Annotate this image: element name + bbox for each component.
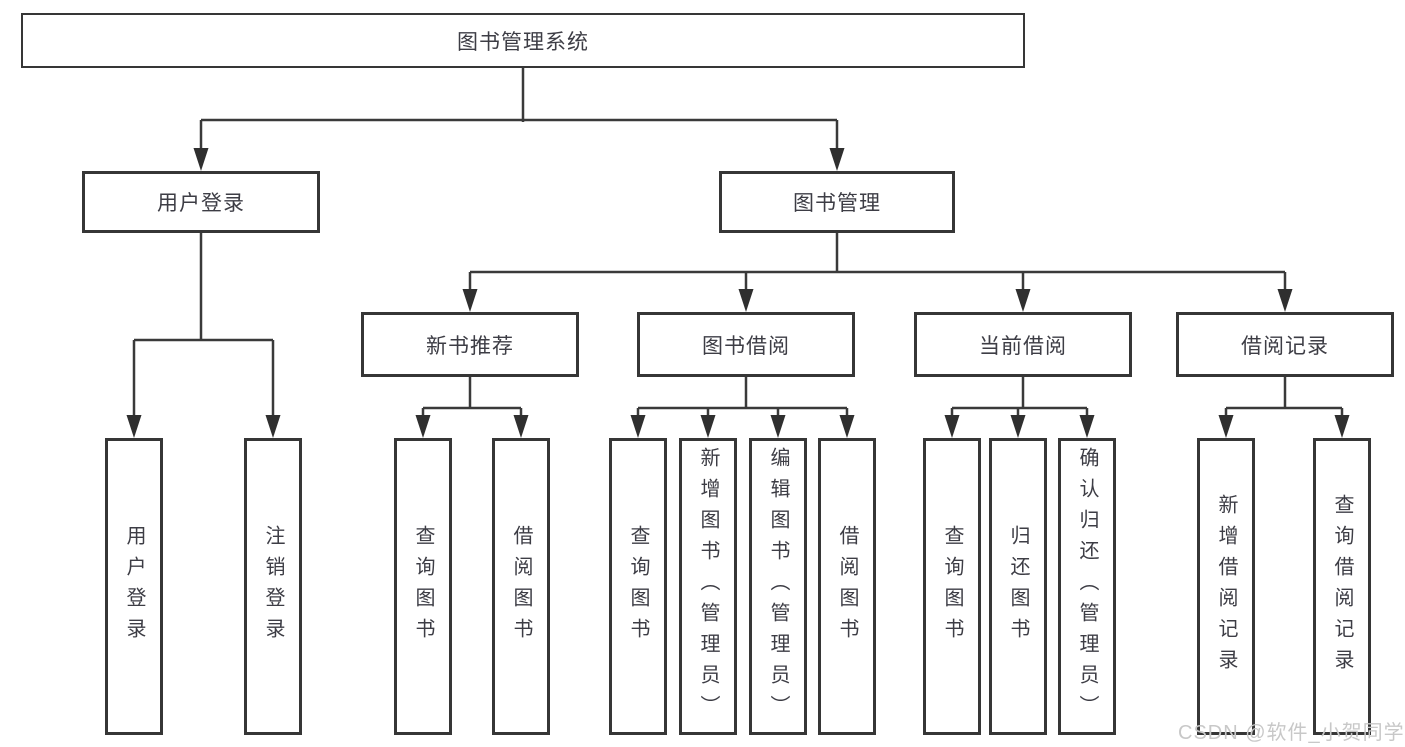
node-user-login: 用户登录: [82, 171, 320, 233]
leaf-add-borrow-record: 新增借阅记录: [1197, 438, 1255, 735]
leaf-query-books-recommend: 查询图书: [394, 438, 452, 735]
node-book-management: 图书管理: [719, 171, 955, 233]
leaf-add-book-admin: 新增图书（管理员）: [679, 438, 737, 735]
leaf-logout: 注销登录: [244, 438, 302, 735]
leaf-edit-book-admin: 编辑图书（管理员）: [749, 438, 807, 735]
node-new-book-recommendation: 新书推荐: [361, 312, 579, 377]
leaf-borrow-books-borrowing: 借阅图书: [818, 438, 876, 735]
leaf-query-borrow-record: 查询借阅记录: [1313, 438, 1371, 735]
node-borrowing-records: 借阅记录: [1176, 312, 1394, 377]
leaf-borrow-books-recommend: 借阅图书: [492, 438, 550, 735]
leaf-confirm-return-admin: 确认归还（管理员）: [1058, 438, 1116, 735]
node-book-borrowing: 图书借阅: [637, 312, 855, 377]
csdn-watermark: CSDN @软件_小贺同学: [1178, 722, 1405, 744]
leaf-user-login: 用户登录: [105, 438, 163, 735]
node-current-borrowing: 当前借阅: [914, 312, 1132, 377]
node-library-management-system: 图书管理系统: [21, 13, 1025, 68]
leaf-query-books-current: 查询图书: [923, 438, 981, 735]
leaf-return-book: 归还图书: [989, 438, 1047, 735]
leaf-query-books-borrowing: 查询图书: [609, 438, 667, 735]
